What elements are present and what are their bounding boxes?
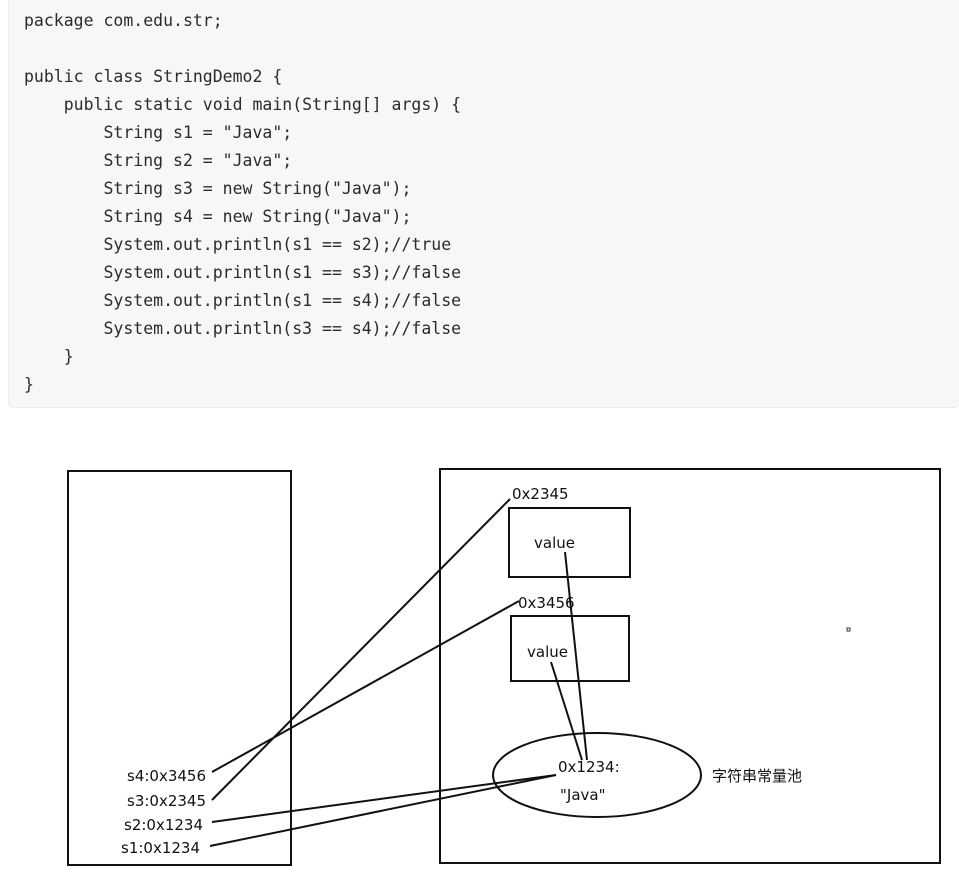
code-line: package com.edu.str; xyxy=(24,11,223,30)
string-object-box-s4 xyxy=(510,615,630,682)
code-line: String s4 = new String("Java"); xyxy=(24,207,412,226)
stray-mark xyxy=(846,627,851,632)
object-field-s3: value xyxy=(534,534,575,552)
string-object-box-s3 xyxy=(508,507,631,578)
stack-var-s2: s2:0x1234 xyxy=(124,816,203,834)
object-address-s4: 0x3456 xyxy=(518,594,575,612)
ref-line-obj1-value-to-pool xyxy=(564,551,588,761)
code-line: System.out.println(s1 == s2);//true xyxy=(24,235,452,254)
stack-var-s3: s3:0x2345 xyxy=(127,792,206,810)
code-line: } xyxy=(24,375,34,394)
string-pool-label: 字符串常量池 xyxy=(712,767,802,785)
code-line: String s3 = new String("Java"); xyxy=(24,179,412,198)
stack-var-s1: s1:0x1234 xyxy=(121,839,200,857)
pool-address: 0x1234: xyxy=(558,758,620,776)
pool-literal: "Java" xyxy=(560,786,605,804)
code-line: public class StringDemo2 { xyxy=(24,67,283,86)
code-line: String s2 = "Java"; xyxy=(24,151,293,170)
object-address-s3: 0x2345 xyxy=(512,485,569,503)
code-block: package com.edu.str; public class String… xyxy=(8,0,959,408)
ref-line-s4-to-obj2 xyxy=(211,600,520,773)
code-line: public static void main(String[] args) { xyxy=(24,95,462,114)
ref-line-s1-to-pool xyxy=(209,774,557,847)
object-field-s4: value xyxy=(527,643,568,661)
ref-line-s2-to-pool xyxy=(211,774,557,823)
code-line: } xyxy=(24,347,74,366)
stack-frame-box xyxy=(67,470,292,866)
stack-var-s4: s4:0x3456 xyxy=(127,767,206,785)
code-lines: package com.edu.str; public class String… xyxy=(24,7,461,399)
ref-line-obj2-value-to-pool xyxy=(550,661,583,761)
heap-area-box xyxy=(439,468,941,864)
code-line: System.out.println(s3 == s4);//false xyxy=(24,319,462,338)
code-line: System.out.println(s1 == s3);//false xyxy=(24,263,462,282)
code-line: String s1 = "Java"; xyxy=(24,123,293,142)
string-pool-ellipse xyxy=(492,732,702,818)
code-line: System.out.println(s1 == s4);//false xyxy=(24,291,462,310)
ref-line-s3-to-obj1 xyxy=(211,498,511,801)
